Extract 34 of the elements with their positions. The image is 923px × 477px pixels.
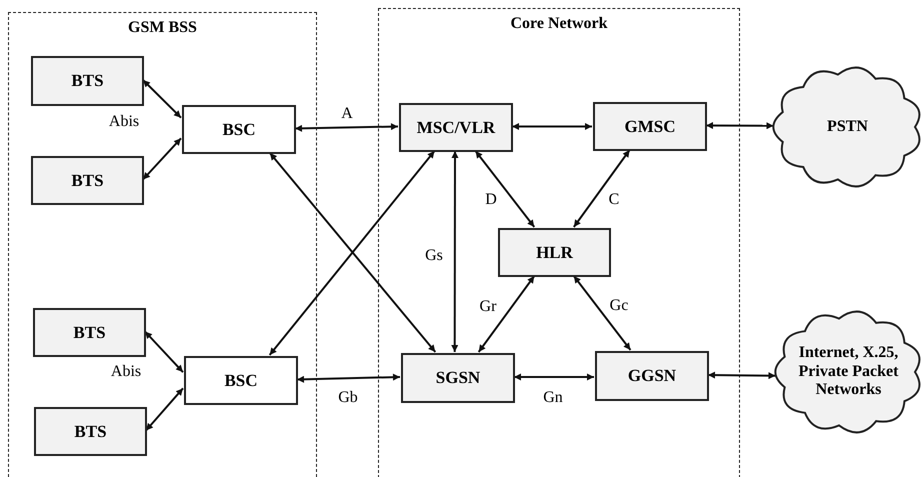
network-element-box: HLR [498,228,611,277]
region-title: GSM BSS [127,19,198,37]
region-title: Core Network [509,15,608,33]
connector-arrow [512,122,592,130]
connector-arrow [296,374,400,383]
network-cloud [774,310,923,434]
network-element-box: BTS [34,407,147,456]
connector-arrow [294,123,398,132]
connector-arrow [573,149,630,228]
network-element-box: BSC [184,356,298,405]
network-element-box: BTS [31,156,144,205]
network-region [378,8,740,477]
connector-arrow [514,374,594,380]
connector-arrow [706,122,774,130]
network-element-box: MSC/VLR [399,103,513,152]
connector-arrow [142,79,182,118]
connector-arrow [142,138,182,180]
network-region [8,12,317,477]
connector-arrow [478,275,536,353]
connector-arrow [474,150,536,228]
cloud-label: PSTN [826,118,869,136]
connector-arrow [708,372,776,380]
connector-arrow [145,388,184,432]
connector-arrow [144,330,184,373]
network-element-box: BSC [182,105,296,154]
network-cloud [772,66,923,188]
connector-arrow [573,275,632,351]
connector-arrow [451,151,458,352]
network-element-box: BTS [31,56,144,106]
network-element-box: GGSN [595,351,709,401]
network-element-box: BTS [33,308,146,357]
network-element-box: GMSC [593,102,707,151]
cloud-label: Internet, X.25, Private Packet Networks [798,344,898,400]
network-element-box: SGSN [401,353,515,403]
